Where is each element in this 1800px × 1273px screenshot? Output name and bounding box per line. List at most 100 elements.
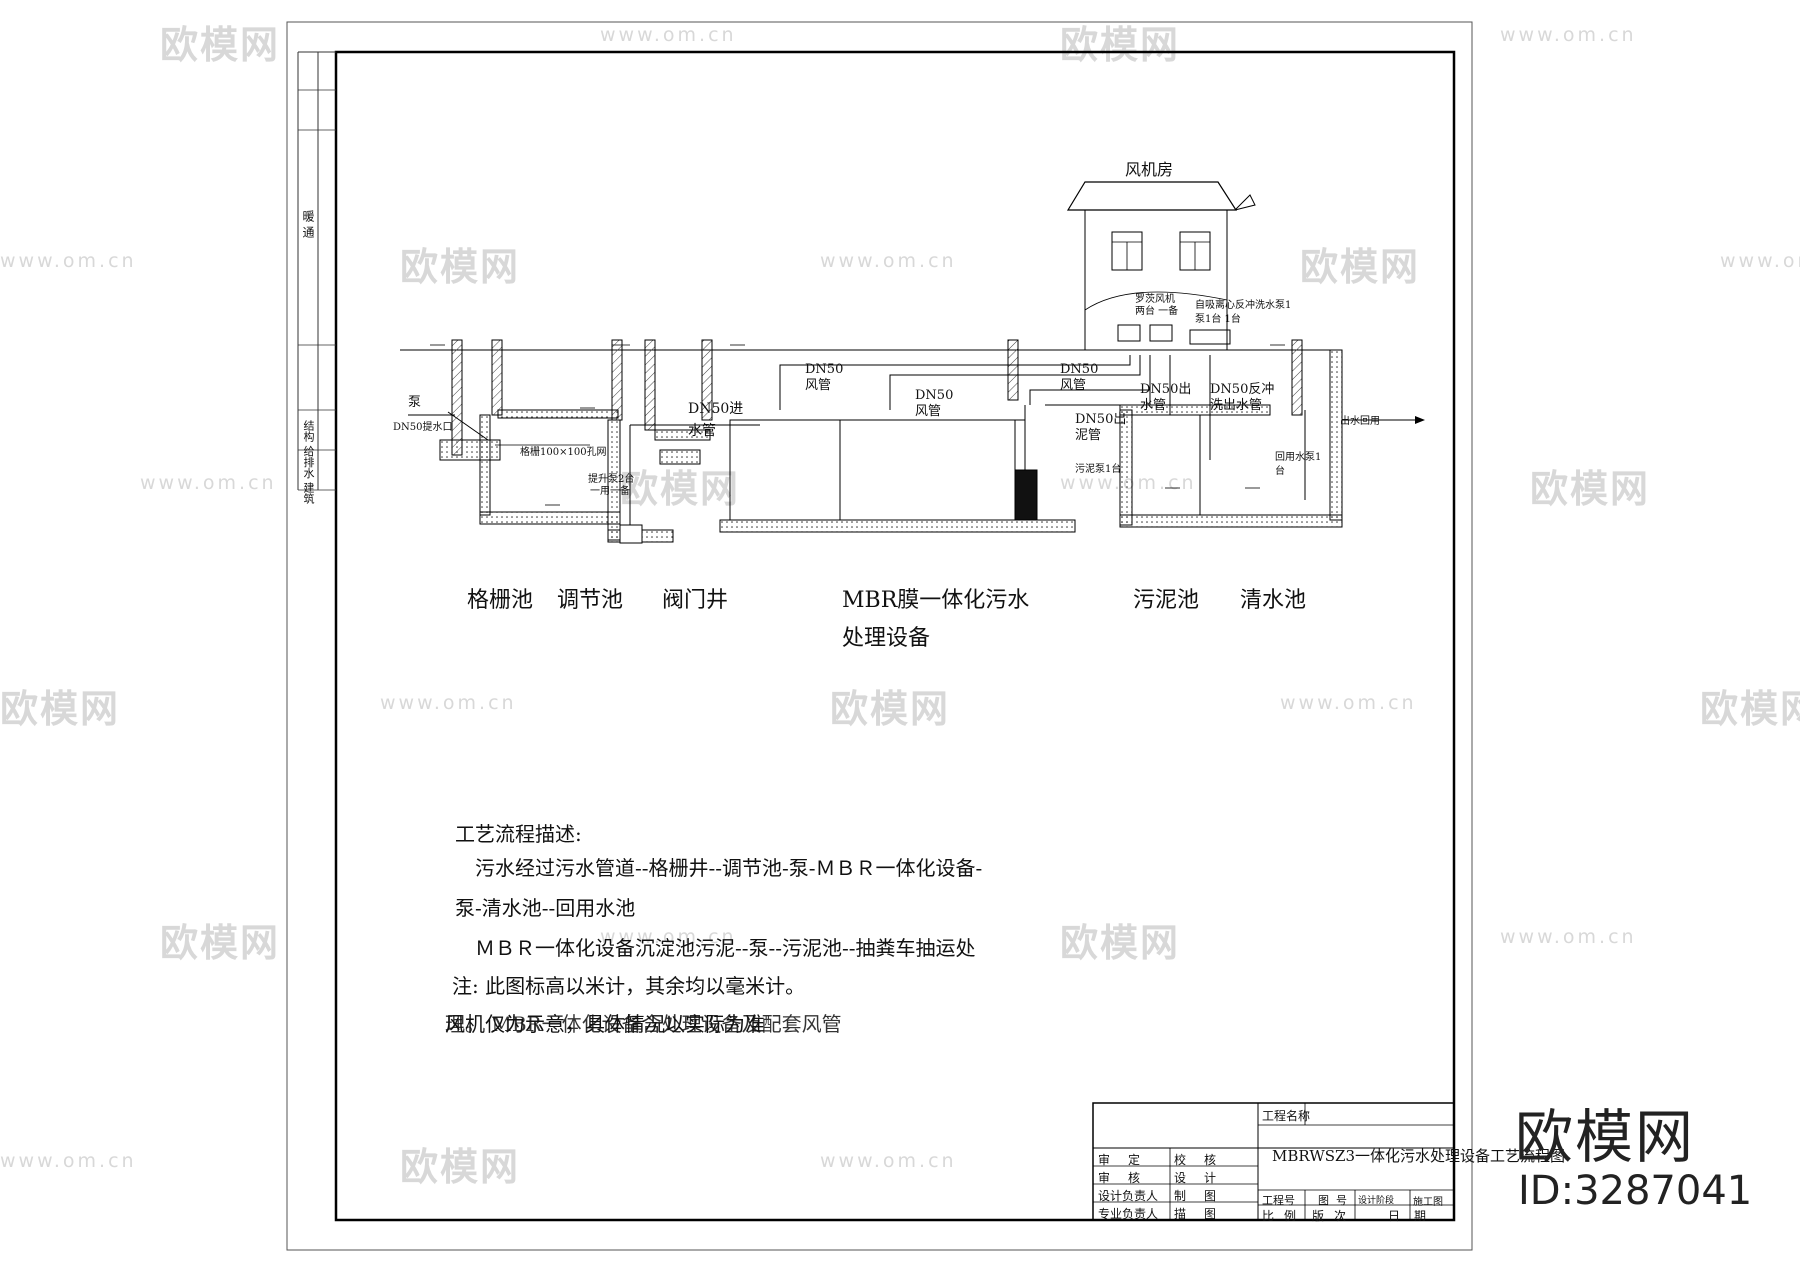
- title-block-drawing-title: MBRWSZ3一体化污水处理设备工艺流程图: [1272, 1147, 1566, 1165]
- pipe-label-air-2: DN50 风管: [915, 388, 954, 419]
- tb-r4-scale-b: 例: [1284, 1209, 1297, 1223]
- watermark-url: www.om.cn: [600, 24, 737, 46]
- tb-row4-b: 描: [1174, 1207, 1187, 1221]
- tb-row1-d: 核: [1204, 1153, 1217, 1167]
- pipe-label-dn50-in: DN50进 水管: [688, 401, 744, 439]
- tank-label-regulate: 调节池: [557, 588, 624, 613]
- tank-label-mbr-2: 处理设备: [842, 626, 931, 651]
- blower-house: [1066, 181, 1256, 351]
- description-line-5b: 理。 MBR一体化设备含处理设备及配套风管: [445, 1012, 842, 1036]
- tb-row4-c: 图: [1204, 1207, 1217, 1221]
- tb-r3-stage: 设计阶段: [1358, 1196, 1395, 1206]
- tank-label-valve: 阀门井: [662, 588, 729, 613]
- tb-r4-date-b: 期: [1414, 1209, 1427, 1223]
- tb-row3-a: 设计负责人: [1098, 1189, 1159, 1203]
- watermark-url: www.om.cn: [600, 926, 737, 948]
- tb-r4-date-a: 日: [1388, 1209, 1401, 1223]
- tank-label-mbr-1: MBR膜一体化污水: [842, 588, 1030, 613]
- pipe-label-air-3: DN50 风管: [1060, 362, 1099, 393]
- tb-row2-a: 审: [1098, 1171, 1111, 1185]
- watermark-logo: 欧模网: [830, 687, 951, 731]
- watermark-url: www.om.cn: [1280, 692, 1417, 714]
- note-sludge-pump: 污泥泵1台: [1075, 464, 1122, 475]
- sludge-clear-tanks: [1119, 339, 1425, 528]
- note-lift-pump: 提升泵2台: [588, 474, 635, 485]
- tb-r3-stage-value: 施工图: [1413, 1197, 1443, 1208]
- pipe-network: [408, 355, 1211, 460]
- tank-label-sludge: 污泥池: [1133, 588, 1200, 613]
- tb-r3-drawing: 图: [1318, 1194, 1329, 1207]
- watermark-logo: 欧模网: [400, 245, 521, 289]
- tb-r4-rev-a: 版: [1312, 1209, 1325, 1223]
- tank-label-clear: 清水池: [1240, 588, 1307, 613]
- watermark-logo: 欧模网: [0, 687, 121, 731]
- tank-label-grille: 格栅池: [467, 588, 534, 613]
- watermark-url: www.om.cn: [380, 692, 517, 714]
- pipe-label-water-out: DN50出 水管: [1140, 382, 1192, 413]
- blower-house-title: 风机房: [1125, 160, 1174, 179]
- watermark-logo: 欧模网: [1060, 921, 1181, 965]
- watermark-logo: 欧模网: [1060, 23, 1181, 67]
- tb-r4-rev-b: 次: [1334, 1209, 1347, 1223]
- watermark-logo: 欧模网: [400, 1145, 521, 1189]
- note-lift-pump-2: 一用一备: [590, 486, 630, 497]
- watermark-logo: 欧模网: [620, 467, 741, 511]
- note-reuse-pump-2: 台: [1275, 466, 1285, 477]
- watermark-logo: 欧模网: [160, 23, 281, 67]
- pump-label: 泵: [408, 395, 422, 410]
- note-self-prime-2: 泵1台 1台: [1195, 314, 1241, 325]
- tb-row4-a: 专业负责人: [1098, 1207, 1159, 1221]
- watermark-url: www.om.cn: [140, 472, 277, 494]
- tb-row2-b: 核: [1128, 1171, 1141, 1185]
- elevation-marks: [430, 344, 1285, 506]
- side-strip-bottom: 结构 给排水 建筑: [302, 420, 315, 504]
- watermark-logo: 欧模网: [1700, 687, 1800, 731]
- lift-inlet-label: DN50提水口: [393, 422, 453, 433]
- watermark-url: www.om.cn: [0, 1150, 137, 1172]
- description-title: 工艺流程描述:: [455, 822, 582, 846]
- description-line-2: 泵-清水池--回用水池: [455, 896, 636, 920]
- title-block-project-label: 工程名称: [1262, 1109, 1311, 1123]
- watermark-url: www.om.cn: [820, 1150, 957, 1172]
- pipe-label-air-1: DN50 风管: [805, 362, 844, 393]
- watermark-url: www.om.cn: [0, 250, 137, 272]
- tb-row1-a: 审: [1098, 1153, 1111, 1167]
- note-self-prime: 自吸离心反冲洗水泵1: [1195, 300, 1292, 311]
- note-blower: 罗茨风机: [1135, 294, 1175, 305]
- watermark-url: www.om.cn: [1720, 250, 1800, 272]
- side-strip-top: 暖 通: [301, 210, 315, 238]
- brand-name: 欧模网: [1515, 1103, 1696, 1171]
- tb-row1-c: 校: [1174, 1153, 1187, 1167]
- note-reuse-pump: 回用水泵1: [1275, 452, 1322, 463]
- brand-id: ID:3287041: [1518, 1168, 1753, 1214]
- description-line-3: ＭＢＲ一体化设备沉淀池污泥--泵--污泥池--抽粪车抽运处: [475, 936, 976, 960]
- watermark-logo: 欧模网: [1300, 245, 1421, 289]
- tb-row3-b: 制: [1174, 1189, 1187, 1203]
- mbr-equipment: [701, 339, 1076, 533]
- watermark-url: www.om.cn: [1500, 926, 1637, 948]
- description-line-5a: 风机仅为示意，具体情况以实际为准: [445, 1012, 765, 1036]
- note-blower-2: 两台 一备: [1135, 306, 1179, 317]
- description-line-1: 污水经过污水管道--格栅井--调节池-泵-ＭＢＲ一体化设备-: [475, 856, 983, 880]
- watermark-url: www.om.cn: [1500, 24, 1637, 46]
- outlet-label: 出水回用: [1340, 416, 1380, 427]
- tb-r3-no: 号: [1336, 1194, 1347, 1207]
- tb-r3-project-no: 工程号: [1262, 1194, 1295, 1207]
- note-grille: 格栅100×100孔网: [520, 447, 607, 458]
- watermark-logo: 欧模网: [1530, 467, 1651, 511]
- pipe-label-sludge-out: DN50出 泥管: [1075, 412, 1127, 443]
- description-line-4: 注: 此图标高以米计，其余均以毫米计。: [452, 974, 806, 998]
- grille-regulate-tank: [439, 339, 656, 525]
- tb-r4-scale-a: 比: [1262, 1209, 1275, 1223]
- watermark-url: www.om.cn: [820, 250, 957, 272]
- pipe-label-backwash: DN50反冲 洗出水管: [1210, 382, 1275, 413]
- tb-row3-c: 图: [1204, 1189, 1217, 1203]
- valve-well: [607, 419, 720, 544]
- tb-row1-b: 定: [1128, 1153, 1141, 1167]
- watermark-logo: 欧模网: [160, 921, 281, 965]
- tb-row2-d: 计: [1204, 1171, 1217, 1185]
- tb-row2-c: 设: [1174, 1171, 1187, 1185]
